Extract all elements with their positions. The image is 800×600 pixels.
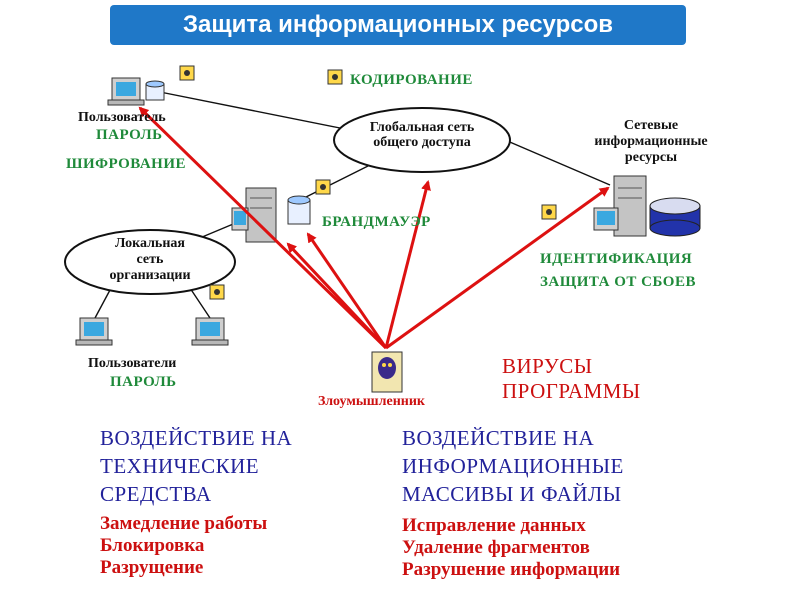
impact-info-list: Исправление данных Удаление фрагментов Р… — [402, 515, 620, 581]
list-item: Удаление фрагментов — [402, 537, 590, 558]
list-item: Разрушение информации — [402, 559, 621, 580]
global-network-line-2: общего доступа — [373, 135, 471, 150]
list-item: Разрущение — [100, 557, 204, 578]
impact-info-line-3: МАССИВЫ И ФАЙЛЫ — [402, 482, 622, 506]
list-item: Блокировка — [100, 535, 205, 556]
global-network-label: Глобальная сеть общего доступа — [355, 120, 489, 150]
database-icon — [145, 80, 165, 101]
network-resources-line-3: ресурсы — [624, 150, 678, 165]
encryption-label: ШИФРОВАНИЕ — [66, 156, 186, 172]
viruses-line: ВИРУСЫ — [502, 354, 593, 378]
local-user-computer-icon-left — [75, 317, 113, 346]
global-network-line-1: Глобальная сеть — [369, 120, 475, 135]
network-resources-database-icon — [649, 197, 701, 237]
list-item: Исправление данных — [402, 515, 586, 536]
users-password-label: ПАРОЛЬ — [110, 374, 177, 390]
local-network-label: Локальная сеть организации — [88, 236, 212, 284]
attacker-icon — [371, 351, 403, 393]
coding-key-icon — [327, 69, 343, 85]
attack-arrows — [138, 106, 610, 350]
impact-info-line-1: ВОЗДЕЙСТВИЕ НА — [402, 426, 595, 450]
user-computer-icon — [107, 77, 145, 106]
local-network-line-3: организации — [109, 268, 191, 283]
threats-label: ВИРУСЫ ПРОГРАММЫ — [502, 354, 641, 404]
firewall-key-icon — [315, 179, 331, 195]
identification-key-icon — [541, 204, 557, 220]
network-resources-line-2: информационные — [594, 134, 708, 149]
network-resources-label: Сетевые информационные ресурсы — [566, 118, 736, 166]
impact-technical-line-2: ТЕХНИЧЕСКИЕ — [100, 454, 260, 478]
local-network-line-2: сеть — [136, 252, 164, 267]
user-label: Пользователь — [78, 110, 166, 125]
network-resources-server-icon — [593, 175, 647, 237]
user-password-label: ПАРОЛЬ — [96, 127, 163, 143]
identification-line: ИДЕНТИФИКАЦИЯ — [540, 251, 693, 267]
users-label: Пользователи — [88, 356, 177, 371]
firewall-database-icon — [287, 195, 311, 225]
attacker-label: Злоумышленник — [318, 394, 425, 409]
coding-label: КОДИРОВАНИЕ — [350, 72, 473, 88]
identification-label: ИДЕНТИФИКАЦИЯ ЗАЩИТА ОТ СБОЕВ — [540, 248, 696, 294]
network-resources-line-1: Сетевые — [623, 118, 679, 133]
fault-protection-line: ЗАЩИТА ОТ СБОЕВ — [540, 274, 696, 290]
list-item: Замедление работы — [100, 513, 268, 534]
impact-technical-line-1: ВОЗДЕЙСТВИЕ НА — [100, 426, 293, 450]
local-network-line-1: Локальная — [115, 236, 185, 251]
impact-technical-list: Замедление работы Блокировка Разрущение — [100, 513, 267, 579]
programs-line: ПРОГРАММЫ — [502, 379, 641, 403]
local-user-computer-icon-right — [191, 317, 229, 346]
global-network-ellipse — [333, 107, 511, 173]
impact-info-line-2: ИНФОРМАЦИОННЫЕ — [402, 454, 624, 478]
page-title: Защита информационных ресурсов — [110, 5, 686, 45]
firewall-label: БРАНДМАУЭР — [322, 214, 431, 230]
impact-technical-line-3: СРЕДСТВА — [100, 482, 212, 506]
local-network-ellipse — [64, 229, 236, 295]
local-key-icon — [209, 284, 225, 300]
key-icon — [179, 65, 195, 81]
impact-technical-heading: ВОЗДЕЙСТВИЕ НА ТЕХНИЧЕСКИЕ СРЕДСТВА — [100, 424, 292, 508]
impact-info-heading: ВОЗДЕЙСТВИЕ НА ИНФОРМАЦИОННЫЕ МАССИВЫ И … — [402, 424, 624, 508]
